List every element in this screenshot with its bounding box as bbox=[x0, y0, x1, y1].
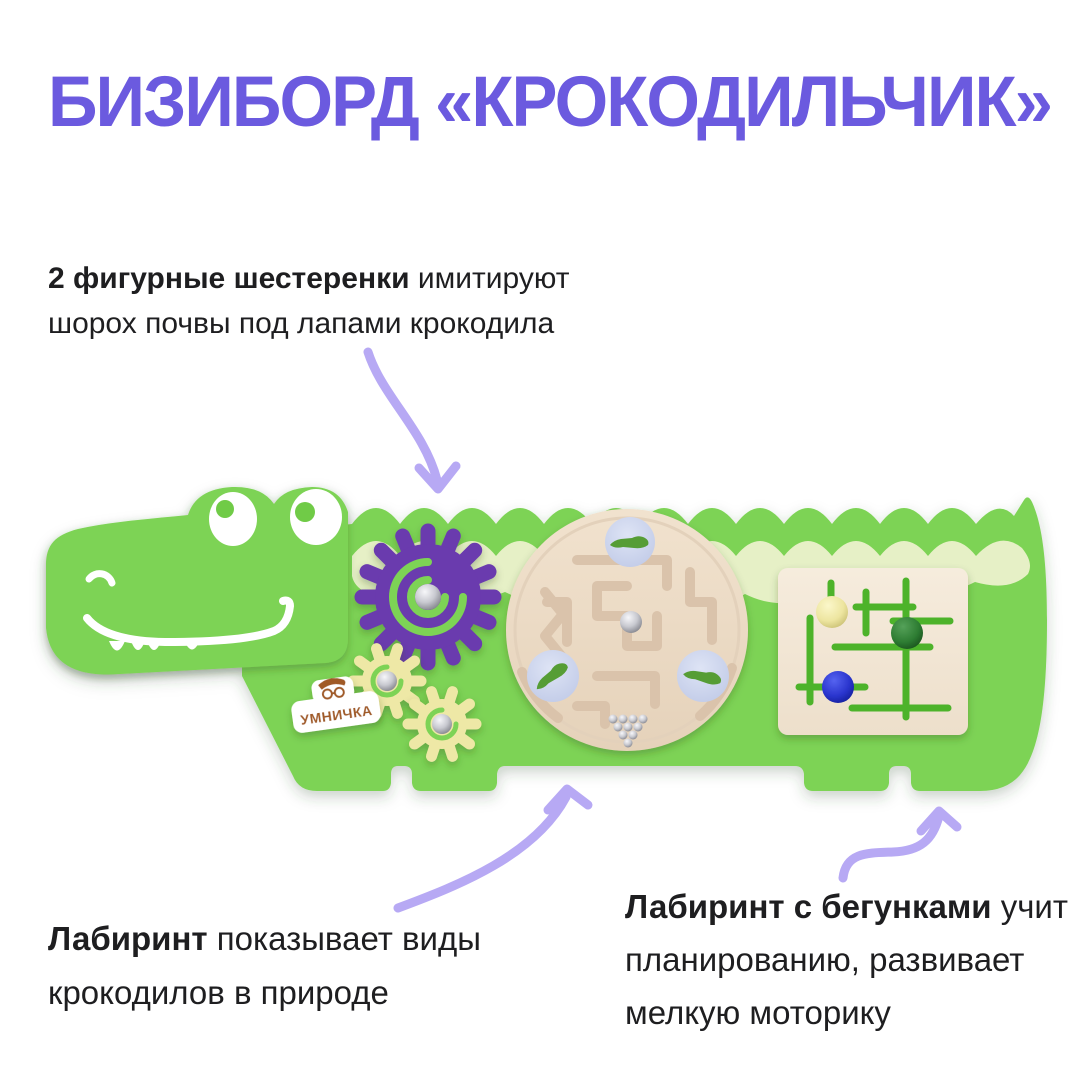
smile bbox=[83, 596, 295, 647]
yellow-gear-1-groove bbox=[370, 664, 404, 698]
annotation-gears-line1: 2 фигурные шестеренки имитируют bbox=[48, 256, 569, 301]
annotation-gears: 2 фигурные шестеренки имитируют шорох по… bbox=[48, 256, 569, 346]
crocodile-board: УМНИЧКА bbox=[46, 486, 1047, 791]
croc-icon-top bbox=[610, 536, 649, 549]
annotation-maze-bold: Лабиринт bbox=[48, 920, 208, 957]
pupil-left bbox=[216, 500, 234, 518]
annotation-runners-line3: мелкую моторику bbox=[625, 994, 891, 1031]
annotation-runners: Лабиринт с бегунками учит планированию, … bbox=[625, 880, 1068, 1039]
crocodile-head bbox=[46, 486, 348, 675]
annotation-runners-line1: Лабиринт с бегунками учит bbox=[625, 880, 1068, 933]
annotation-maze: Лабиринт показывает виды крокодилов в пр… bbox=[48, 912, 481, 1020]
annotation-runners-rest: учит bbox=[991, 888, 1068, 925]
annotation-maze-line2: крокодилов в природе bbox=[48, 974, 389, 1011]
square-labyrinth bbox=[778, 568, 968, 735]
round-maze bbox=[506, 509, 748, 751]
eye-left bbox=[209, 492, 257, 546]
arrow-down-to-gears-icon bbox=[363, 347, 461, 494]
brand-logo: УМНИЧКА bbox=[291, 676, 381, 733]
arrow-up-to-maze-icon bbox=[393, 784, 593, 913]
maze-ball-cluster bbox=[608, 714, 648, 748]
purple-gear-knob bbox=[415, 584, 441, 610]
page-title: БИЗИБОРД «КРОКОДИЛЬЧИК» bbox=[48, 63, 1053, 142]
yellow-gear-2-teeth bbox=[402, 686, 482, 762]
logo-hair-icon bbox=[318, 678, 346, 690]
runner-yellow bbox=[816, 596, 848, 628]
yellow-gear-2-groove bbox=[425, 707, 459, 741]
annotation-gears-rest: имитируют bbox=[409, 262, 570, 295]
arrow-up-to-labyrinth-icon bbox=[838, 806, 962, 883]
purple-gear bbox=[354, 523, 502, 671]
logo-glasses-icon bbox=[321, 686, 345, 700]
pupil-right bbox=[295, 502, 315, 522]
annotation-gears-bold: 2 фигурные шестеренки bbox=[48, 262, 410, 295]
runner-green bbox=[891, 617, 923, 649]
annotation-maze-line1: Лабиринт показывает виды bbox=[48, 912, 481, 966]
yellow-gear-2 bbox=[402, 686, 482, 762]
nostril bbox=[85, 570, 116, 587]
yellow-gear-2-knob bbox=[432, 714, 452, 734]
croc-icon-right bbox=[683, 670, 722, 685]
teeth bbox=[109, 640, 200, 651]
annotation-maze-rest: показывает виды bbox=[207, 920, 481, 957]
yellow-gear-1-knob bbox=[377, 671, 397, 691]
maze-window-right bbox=[677, 650, 729, 702]
labyrinth-slots bbox=[795, 577, 954, 721]
maze-window-top bbox=[605, 517, 655, 567]
annotation-runners-bold: Лабиринт с бегунками bbox=[625, 888, 992, 925]
purple-gear-teeth bbox=[354, 523, 502, 671]
runner-blue bbox=[822, 671, 854, 703]
purple-gear-spiral bbox=[389, 558, 467, 636]
croc-icon-left bbox=[536, 663, 568, 690]
maze-ball bbox=[620, 611, 642, 633]
maze-window-left bbox=[527, 650, 579, 702]
annotation-runners-line2: планированию, развивает bbox=[625, 941, 1025, 978]
annotation-gears-line2: шорох почвы под лапами крокодила bbox=[48, 307, 555, 340]
